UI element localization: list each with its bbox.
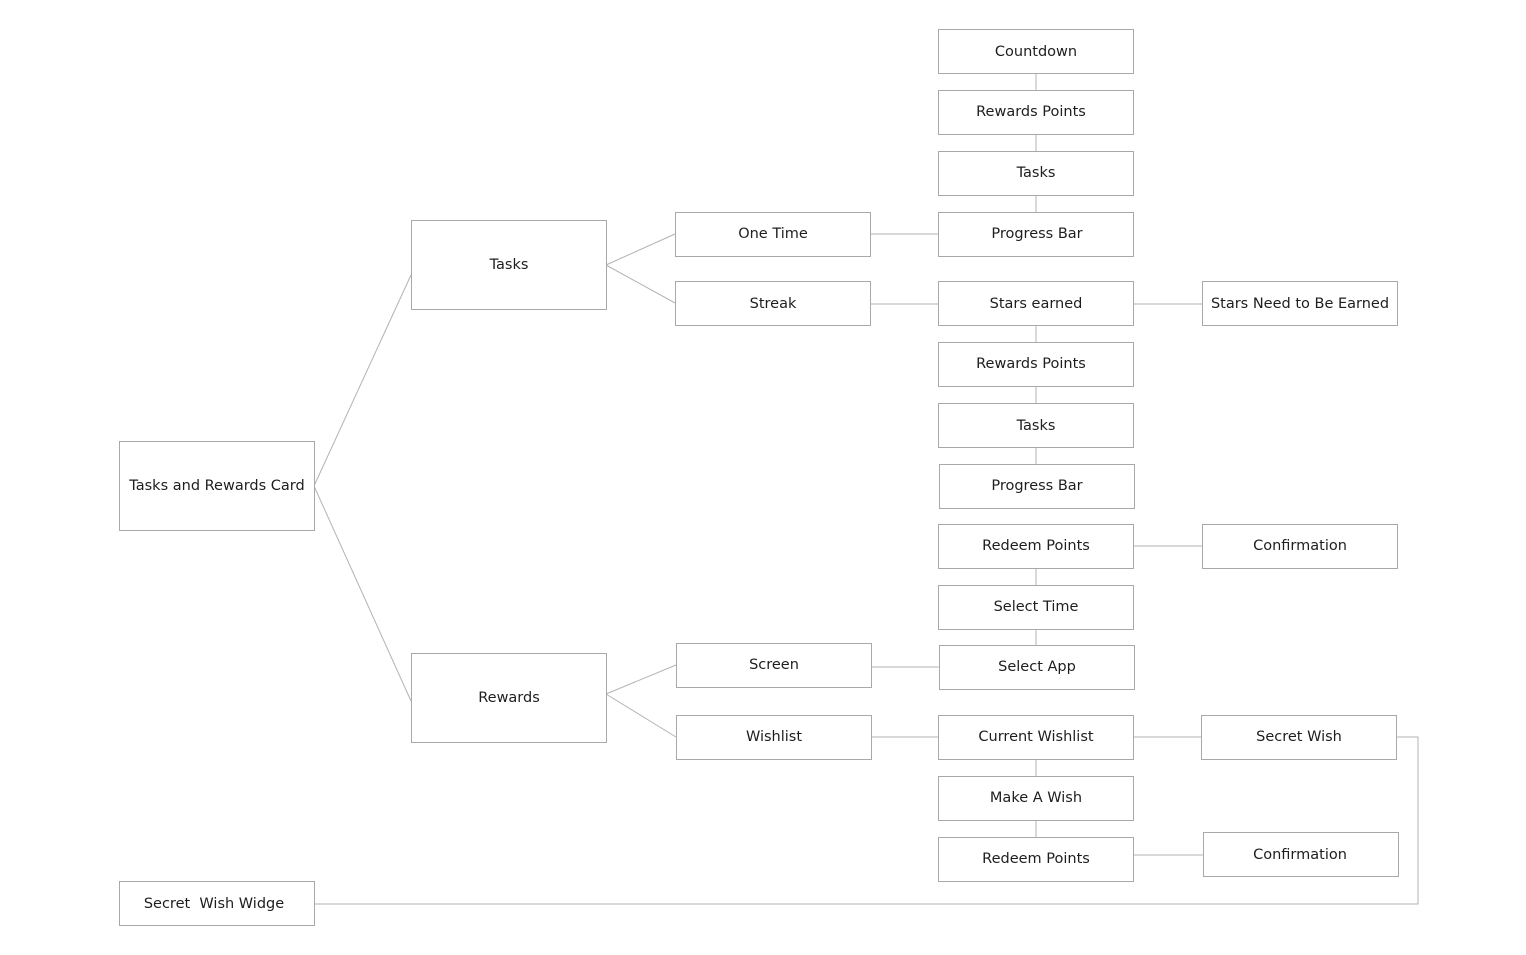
node-label: Progress Bar [991, 478, 1082, 494]
node-one-time[interactable]: One Time [675, 212, 871, 257]
node-label: Secret Wish [1256, 729, 1342, 745]
node-secret-wish-widget[interactable]: Secret Wish Widge [119, 881, 315, 926]
node-rewards-points[interactable]: Rewards Points [938, 90, 1134, 135]
node-tasks-and-rewards-card[interactable]: Tasks and Rewards Card [119, 441, 315, 531]
node-progress-bar[interactable]: Progress Bar [938, 212, 1134, 257]
node-rewards-points[interactable]: Rewards Points [938, 342, 1134, 387]
node-label: Streak [750, 296, 797, 312]
node-label: Secret Wish Widge [144, 896, 284, 912]
node-progress-bar[interactable]: Progress Bar [939, 464, 1135, 509]
node-label: Confirmation [1253, 847, 1347, 863]
node-label: Select Time [994, 599, 1079, 615]
node-label: Rewards [478, 690, 540, 706]
node-label: Confirmation [1253, 538, 1347, 554]
node-select-app[interactable]: Select App [939, 645, 1135, 690]
node-label: Redeem Points [982, 851, 1090, 867]
node-label: Make A Wish [990, 790, 1082, 806]
edge-root-tasks [313, 274, 412, 487]
node-label: Stars earned [990, 296, 1083, 312]
node-make-a-wish[interactable]: Make A Wish [938, 776, 1134, 821]
node-stars-earned[interactable]: Stars earned [938, 281, 1134, 326]
node-redeem-points[interactable]: Redeem Points [938, 524, 1134, 569]
node-label: Progress Bar [991, 226, 1082, 242]
node-label: Current Wishlist [978, 729, 1093, 745]
node-streak[interactable]: Streak [675, 281, 871, 326]
node-label: Tasks [1016, 418, 1056, 434]
node-label: Rewards Points [976, 356, 1086, 372]
nodes: Tasks and Rewards Card Secret Wish Widge… [119, 29, 1399, 926]
node-label: Rewards Points [976, 104, 1086, 120]
node-label: Tasks [1016, 165, 1056, 181]
node-select-time[interactable]: Select Time [938, 585, 1134, 630]
node-screen[interactable]: Screen [676, 643, 872, 688]
node-label: Select App [998, 659, 1076, 675]
node-confirmation[interactable]: Confirmation [1202, 524, 1398, 569]
node-redeem-points[interactable]: Redeem Points [938, 837, 1134, 882]
node-secret-wish[interactable]: Secret Wish [1201, 715, 1397, 760]
node-tasks[interactable]: Tasks [411, 220, 607, 310]
node-label: Countdown [995, 44, 1077, 60]
node-label: Tasks [489, 257, 529, 273]
node-current-wishlist[interactable]: Current Wishlist [938, 715, 1134, 760]
node-label: Stars Need to Be Earned [1211, 296, 1389, 312]
connectors [313, 73, 1419, 905]
edge-secretwish-widget [314, 736, 1419, 905]
node-countdown[interactable]: Countdown [938, 29, 1134, 74]
node-label: Tasks and Rewards Card [128, 478, 304, 494]
node-label: Wishlist [746, 729, 802, 745]
node-tasks-item[interactable]: Tasks [938, 403, 1134, 448]
edge-root-rewards [313, 485, 412, 702]
node-tasks-item[interactable]: Tasks [938, 151, 1134, 196]
edge-tasks-onetime [605, 233, 676, 266]
node-wishlist[interactable]: Wishlist [676, 715, 872, 760]
node-label: Screen [749, 657, 799, 673]
node-confirmation[interactable]: Confirmation [1203, 832, 1399, 877]
node-stars-need-to-be-earned[interactable]: Stars Need to Be Earned [1202, 281, 1398, 326]
node-rewards[interactable]: Rewards [411, 653, 607, 743]
node-label: One Time [738, 226, 808, 242]
node-label: Redeem Points [982, 538, 1090, 554]
edge-rewards-screen [605, 664, 677, 695]
edge-rewards-wishlist [605, 693, 677, 738]
edge-tasks-streak [605, 264, 676, 304]
